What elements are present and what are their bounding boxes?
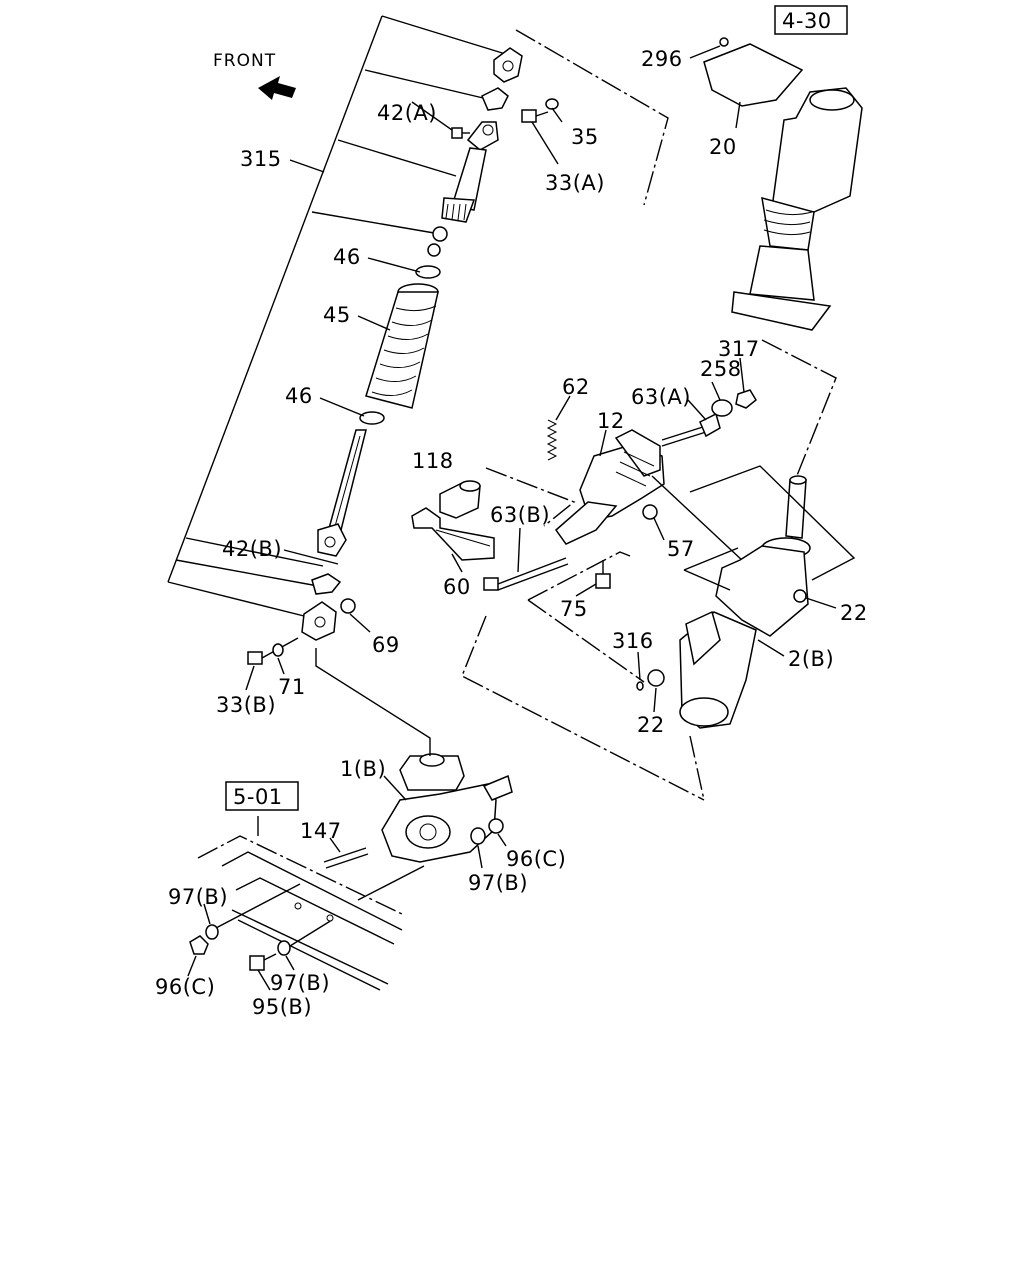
- universal-joint-upper[interactable]: [481, 47, 523, 111]
- callout-316[interactable]: 316: [612, 629, 654, 653]
- steering-column-2b[interactable]: [679, 475, 811, 729]
- reference-label: 4-30: [782, 9, 832, 33]
- callout-97b-left[interactable]: 97(B): [168, 885, 228, 909]
- callout-60[interactable]: 60: [443, 575, 471, 599]
- callout-45[interactable]: 45: [323, 303, 351, 327]
- callout-97b-right[interactable]: 97(B): [468, 871, 528, 895]
- callout-315[interactable]: 315: [240, 147, 282, 171]
- collar-118[interactable]: [439, 480, 481, 519]
- callout-2b[interactable]: 2(B): [788, 647, 834, 671]
- boot-45[interactable]: [365, 283, 439, 409]
- front-indicator: FRONT: [213, 51, 296, 100]
- bracket-frame: [461, 339, 856, 801]
- washer-35[interactable]: [545, 98, 559, 110]
- nut-96c-right[interactable]: [488, 818, 504, 834]
- clamp-46-upper[interactable]: [415, 265, 441, 279]
- reference-box-5-01[interactable]: 5-01: [225, 781, 299, 811]
- callout-20[interactable]: 20: [709, 135, 737, 159]
- callout-147[interactable]: 147: [300, 819, 342, 843]
- spider-42b[interactable]: [311, 573, 342, 595]
- leader-lines: [187, 45, 837, 991]
- yoke-bottom[interactable]: [301, 601, 337, 641]
- reference-label: 5-01: [233, 785, 283, 809]
- bolt-small-42a[interactable]: [451, 127, 470, 139]
- pipe-from-column: [315, 648, 431, 756]
- callout-57[interactable]: 57: [667, 537, 695, 561]
- bolt-63b[interactable]: [483, 557, 569, 591]
- callout-12[interactable]: 12: [597, 409, 625, 433]
- nut-69[interactable]: [340, 598, 356, 614]
- yoke-lower[interactable]: [317, 523, 347, 557]
- callout-118[interactable]: 118: [412, 449, 454, 473]
- pin-316[interactable]: [636, 681, 644, 691]
- bolt-33a[interactable]: [521, 109, 549, 123]
- callout-46-upper[interactable]: 46: [333, 245, 361, 269]
- bolt-95b[interactable]: [249, 953, 277, 971]
- left-group-frame: [167, 15, 669, 619]
- nut-57[interactable]: [642, 504, 658, 520]
- washer-97b-right[interactable]: [470, 827, 486, 845]
- bracket-plate[interactable]: [554, 475, 745, 563]
- callout-95b[interactable]: 95(B): [252, 995, 312, 1019]
- nut-317[interactable]: [735, 389, 757, 409]
- callout-22-right[interactable]: 22: [840, 601, 868, 625]
- washer-97b-bottom[interactable]: [277, 940, 291, 956]
- callout-42b[interactable]: 42(B): [222, 537, 282, 561]
- callout-22-lower[interactable]: 22: [637, 713, 665, 737]
- callout-96c-right[interactable]: 96(C): [506, 847, 566, 871]
- column-cover[interactable]: [703, 43, 863, 331]
- callout-296[interactable]: 296: [641, 47, 683, 71]
- callout-71[interactable]: 71: [278, 675, 306, 699]
- washer-258[interactable]: [711, 399, 733, 417]
- callout-33a[interactable]: 33(A): [545, 171, 605, 195]
- callout-69[interactable]: 69: [372, 633, 400, 657]
- spring-62[interactable]: [546, 419, 558, 461]
- reference-box-4-30[interactable]: 4-30: [774, 5, 848, 35]
- shaft-315[interactable]: [441, 147, 487, 223]
- bolt-63a[interactable]: [661, 412, 721, 447]
- callout-75[interactable]: 75: [560, 597, 588, 621]
- callout-96c-left[interactable]: 96(C): [155, 975, 215, 999]
- shaft-lower[interactable]: [327, 429, 367, 535]
- callouts: 296 20 42(A) 35 33(A) 315 46 45 46 62 12…: [155, 47, 868, 1019]
- callout-1b[interactable]: 1(B): [340, 757, 386, 781]
- washer-97b-left[interactable]: [205, 924, 219, 940]
- callout-42a[interactable]: 42(A): [377, 101, 437, 125]
- callout-317[interactable]: 317: [718, 337, 760, 361]
- lever-60[interactable]: [411, 507, 495, 561]
- callout-63b[interactable]: 63(B): [490, 503, 550, 527]
- bolt-75[interactable]: [595, 560, 611, 589]
- yoke-upper[interactable]: [466, 121, 499, 151]
- callout-46-lower[interactable]: 46: [285, 384, 313, 408]
- callout-97b-bottom[interactable]: 97(B): [270, 971, 330, 995]
- callout-63a[interactable]: 63(A): [631, 385, 691, 409]
- steering-gear-1b[interactable]: [381, 753, 513, 863]
- front-label: FRONT: [213, 51, 276, 71]
- stud-147[interactable]: [323, 847, 369, 869]
- callout-35[interactable]: 35: [571, 125, 599, 149]
- nut-upper[interactable]: [427, 226, 448, 257]
- clamp-46-lower[interactable]: [359, 411, 385, 425]
- screw-296[interactable]: [719, 37, 729, 47]
- nut-96c-left[interactable]: [189, 935, 209, 955]
- callout-62[interactable]: 62: [562, 375, 590, 399]
- washer-71[interactable]: [272, 643, 284, 657]
- bracket-12[interactable]: [579, 429, 665, 521]
- nut-22-lower[interactable]: [647, 669, 665, 687]
- arrow-left-icon: [258, 76, 296, 100]
- nut-22-right[interactable]: [793, 589, 807, 603]
- callout-258[interactable]: 258: [700, 357, 742, 381]
- callout-33b[interactable]: 33(B): [216, 693, 276, 717]
- frame-rail: [197, 816, 425, 991]
